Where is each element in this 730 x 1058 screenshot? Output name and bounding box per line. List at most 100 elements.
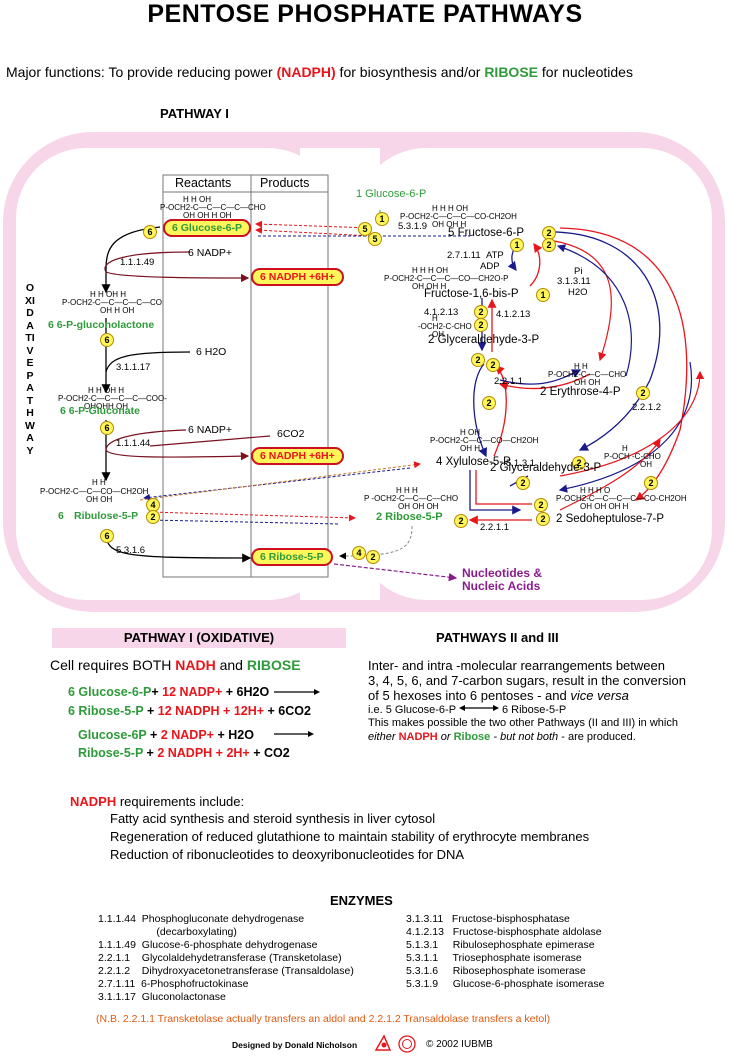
glucose-input: 1 Glucose-6-P: [356, 188, 427, 200]
iubmb-seal-icon: [398, 1035, 416, 1053]
struct-g3p-main: -OCH2-C-CHO: [418, 322, 472, 331]
pathway-1-label: PATHWAY I: [160, 106, 229, 121]
nonox-line3-a: of 5 hexoses into 6 pentoses - and: [368, 688, 571, 703]
struct-g3p2-top: H: [622, 444, 628, 453]
nonox-line1: Inter- and intra -molecular rearrangemen…: [368, 658, 665, 673]
requires-and: and: [215, 657, 247, 673]
step-circle-2e: 2: [474, 305, 488, 319]
nonox-line5: This makes possible the two other Pathwa…: [368, 717, 678, 729]
eq4-d: + CO2: [249, 746, 290, 760]
struct-ribulose-top: H H: [92, 478, 106, 487]
nadph-req-item-3: Reduction of ribonucleotides to deoxyrib…: [110, 847, 465, 862]
co2-product: 6CO2: [277, 428, 305, 440]
pi: Pi: [574, 266, 583, 277]
nonox-line4-a: i.e. 5 Glucose-6-P: [368, 704, 456, 716]
struct-fbp-bot: OH OH H: [412, 282, 447, 291]
enzymes-left-1: 1.1.1.44 Phosphogluconate dehydrogenase: [98, 913, 305, 925]
nonox-line2: 3, 4, 5, 6, and 7-carbon sugars, result …: [368, 673, 686, 688]
struct-gluconate-bot: OHOHH OH: [84, 402, 128, 411]
step-circle-6b: 6: [100, 333, 114, 347]
gluconolactone-label: 6 6-P-gluconolactone: [48, 319, 155, 331]
struct-g3p2-main: P-OCH -C-CHO: [604, 452, 661, 461]
g3p-2: 2 Glyceraldehyde-3-P: [490, 462, 602, 474]
struct-e4p-main: P-OCH2-C—C—CHO: [548, 370, 627, 379]
eq1-b: +: [151, 685, 163, 699]
struct-gluconate-main: P-OCH2-C—C—C—C—COO-: [58, 394, 167, 403]
nonox-heading: PATHWAYS II and III: [436, 630, 559, 645]
h2o-1: 6 H2O: [196, 346, 227, 358]
struct-e4p-bot: OH OH: [574, 378, 601, 387]
nonox-line6-b: NADPH: [398, 731, 438, 743]
step-circle-1b: 1: [510, 238, 524, 252]
subtitle-prefix: Major functions: To provide reducing pow…: [6, 64, 277, 80]
eq3-b: +: [146, 728, 161, 742]
enzymes-left-3: 1.1.1.49 Glucose-6-phosphate dehydrogena…: [98, 939, 318, 951]
h2o-right: H2O: [568, 287, 588, 298]
nicholson-logo-icon: [374, 1034, 392, 1051]
nonox-line3: of 5 hexoses into 6 pentoses - and vice …: [368, 688, 629, 703]
glucose-6p-pill: 6 Glucose-6-P: [163, 219, 252, 237]
enzymes-left-5: 2.2.1.2 Dihydroxyacetonetransferase (Tra…: [98, 965, 354, 977]
subtitle-middle: for biosynthesis and/or: [335, 64, 485, 80]
struct-fbp-main: P-OCH2-C—C—C—CO—CH2O-P: [384, 274, 509, 283]
enzymes-heading: ENZYMES: [330, 893, 393, 908]
struct-x5p-bot: OH H: [460, 444, 480, 453]
nadph-req-label: NADPH requirements include:: [70, 794, 244, 809]
step-circle-6c: 6: [100, 421, 114, 435]
equation-2: 6 Ribose-5-P + 12 NADPH + 12H+ + 6CO2: [68, 704, 311, 718]
enzymes-right-5: 5.3.1.6 Ribosephosphate isomerase: [406, 965, 586, 977]
nucleotides-label: Nucleotides &: [462, 566, 543, 580]
struct-ribulose-main: P-OCH2-C—C—CO—CH2OH: [40, 487, 149, 496]
reactants-header: Reactants: [175, 176, 232, 190]
step-circle-2n: 2: [454, 514, 468, 528]
eq4-c: 2 NADPH + 2H+: [157, 746, 250, 760]
step-circle-2o: 2: [534, 498, 548, 512]
sedoheptulose-7p: 2 Sedoheptulose-7-P: [556, 513, 665, 525]
requires-nadh: NADH: [175, 657, 216, 673]
nadph-pill-2: 6 NADPH +6H+: [251, 447, 344, 465]
left-inner-panel: [16, 148, 338, 600]
struct-lactone-bot: OH H OH: [100, 306, 135, 315]
ribulose-num: 6: [58, 510, 64, 522]
oxidative-pathway-vertical: OXIDATIVE PATHWAY: [25, 282, 35, 457]
eq4-a: Ribose-5-P: [78, 746, 144, 760]
nonox-line6-a: either: [368, 731, 399, 743]
ec-5-3-1-6: 5.3.1.6: [116, 545, 146, 556]
eq3-a: Glucose-6P: [78, 728, 147, 742]
step-circle-2d: 2: [542, 238, 556, 252]
enzymes-right-2: 4.1.2.13 Fructose-bisphosphate aldolase: [406, 926, 602, 938]
fructose-16bp: Fructose-1,6-bis-P: [424, 288, 519, 300]
atp: ATP: [486, 250, 504, 261]
struct-lactone-top: H H OH H: [90, 290, 126, 299]
ribose-5p-right: 2 Ribose-5-P: [376, 511, 443, 523]
enzymes-note: (N.B. 2.2.1.1 Transketolase actually tra…: [96, 1013, 551, 1025]
struct-ribulose-bot: OH OH: [86, 495, 113, 504]
g3p-1: 2 Glyceraldehyde-3-P: [428, 334, 540, 346]
enzymes-left-4: 2.2.1.1 Glycolaldehydetransferase (Trans…: [98, 952, 342, 964]
step-circle-2m: 2: [516, 476, 530, 490]
eq4-b: +: [143, 746, 158, 760]
struct-f6p-main: P-OCH2-C—C—C—CO-CH2OH: [400, 212, 517, 221]
nadp-1: 6 NADP+: [188, 247, 233, 259]
footer-logos: [374, 1034, 416, 1053]
ec-3-1-3-11: 3.1.3.11: [557, 276, 591, 287]
step-circle-2i: 2: [482, 396, 496, 410]
struct-r5p-top: H H H: [396, 486, 418, 495]
struct-f6p-bot: OH OH H: [432, 220, 467, 229]
struct-e4p-top: H H: [574, 362, 588, 371]
ec-1-1-1-49: 1.1.1.49: [120, 257, 155, 268]
enzymes-right-1: 3.1.3.11 Fructose-bisphosphatase: [406, 913, 570, 925]
eq2-a: 6 Ribose-5-P: [68, 704, 144, 718]
equation-3: Glucose-6P + 2 NADP+ + H2O: [78, 728, 254, 742]
nonox-line4-b: 6 Ribose-5-P: [501, 704, 567, 716]
step-circle-4b: 4: [352, 546, 366, 560]
enzymes-right-6: 5.3.1.9 Glucose-6-phosphate isomerase: [406, 978, 605, 990]
requires-ribose: RIBOSE: [246, 657, 301, 673]
ec-2-7-1-11: 2.7.1.11: [447, 250, 481, 261]
step-circle-4a: 4: [146, 498, 160, 512]
nadph-req-rest: requirements include:: [116, 794, 245, 809]
ec-3-1-1-17: 3.1.1.17: [116, 362, 151, 373]
step-circle-2p: 2: [536, 512, 550, 526]
struct-r5p-main: P -OCH2-C—C—C—CHO: [364, 494, 459, 503]
right-inner-panel: [356, 148, 712, 600]
